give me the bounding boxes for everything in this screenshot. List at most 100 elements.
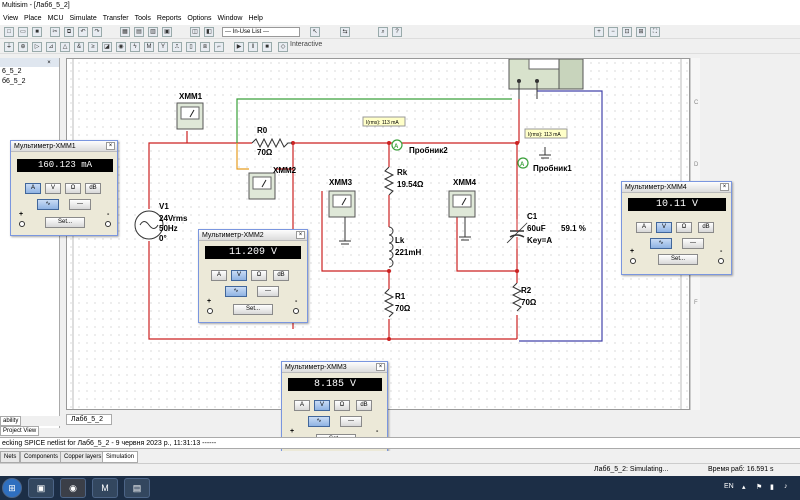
menu-tools[interactable]: Tools [134, 15, 151, 22]
xmm2-plus-terminal[interactable] [207, 308, 213, 314]
zoom-in-icon[interactable]: + [594, 27, 604, 37]
multimeter-xmm3-symbol[interactable]: XMM3 [328, 178, 356, 245]
menu-window[interactable]: Window [217, 15, 243, 22]
xmm3-ac-button[interactable]: ∿ [308, 416, 330, 427]
xmm1-plus-terminal[interactable] [19, 221, 25, 227]
xmm4-window-title[interactable]: Мультиметр-XMM4× [622, 182, 731, 193]
oscilloscope-symbol[interactable] [508, 59, 584, 99]
start-icon[interactable]: ⊞ [2, 478, 22, 498]
fullscreen-icon[interactable]: ⛶ [650, 27, 660, 37]
tab-copper-layers[interactable]: Copper layers [60, 451, 106, 463]
xmm4-plus-terminal[interactable] [630, 258, 636, 264]
multisim-icon[interactable]: M [92, 478, 118, 498]
power-icon[interactable]: ϟ [130, 42, 140, 52]
tab-components[interactable]: Components [20, 451, 63, 463]
component-icon[interactable]: ▣ [162, 27, 172, 37]
undo-icon[interactable]: ↶ [78, 27, 88, 37]
zoom-area-icon[interactable]: ⊡ [622, 27, 632, 37]
window-icon[interactable]: ▤ [124, 478, 150, 498]
xmm3-dc-button[interactable]: — [340, 416, 362, 427]
multimeter-xmm1-window[interactable]: Мультиметр-XMM1× 160.123 mA A V Ω dB ∿ —… [10, 140, 118, 236]
spreadsheet-icon[interactable]: ▤ [134, 27, 144, 37]
xmm2-set-button[interactable]: Set... [233, 304, 273, 315]
xmm3-ohm-button[interactable]: Ω [334, 400, 350, 411]
menu-place[interactable]: Place [24, 15, 42, 22]
multimeter-xmm1-symbol[interactable]: XMM1 [176, 92, 204, 130]
misc-icon[interactable]: M [144, 42, 154, 52]
help-icon[interactable]: ? [392, 27, 402, 37]
resistor-icon[interactable]: ⏚ [4, 42, 14, 52]
xmm2-db-button[interactable]: dB [273, 270, 289, 281]
diode-icon[interactable]: ▷ [32, 42, 42, 52]
ttl-icon[interactable]: & [74, 42, 84, 52]
xmm1-window-title[interactable]: Мультиметр-XMM1× [11, 141, 117, 152]
transistor-icon[interactable]: ⊿ [46, 42, 56, 52]
tab-nets[interactable]: Nets [0, 451, 21, 463]
close-icon[interactable]: × [720, 183, 729, 191]
indicator-icon[interactable]: ◉ [116, 42, 126, 52]
electromech-icon[interactable]: ⎍ [172, 42, 182, 52]
pause-icon[interactable]: ‖ [248, 42, 258, 52]
menu-simulate[interactable]: Simulate [69, 15, 97, 22]
in-use-list-select[interactable]: --- In-Use List --- [222, 27, 300, 37]
interactive-icon[interactable]: ◇ [278, 42, 288, 52]
volume-icon[interactable]: ♪ [784, 483, 788, 490]
menu-mcu[interactable]: MCU [47, 15, 64, 22]
xmm4-db-button[interactable]: dB [698, 222, 714, 233]
xmm4-dc-button[interactable]: — [682, 238, 704, 249]
open-icon[interactable]: ▭ [18, 27, 28, 37]
xmm2-ac-button[interactable]: ∿ [225, 286, 247, 297]
xmm1-volt-button[interactable]: V [45, 183, 61, 194]
probe-2[interactable]: I(rms): 113 mA A Пробник2 [362, 116, 448, 155]
hierarchy-icon[interactable]: ⧈ [200, 42, 210, 52]
tab-visibility[interactable]: ability [0, 416, 22, 426]
tree-item[interactable]: б6_5_2 [2, 78, 26, 85]
zoom-fit-icon[interactable]: ⊞ [636, 27, 646, 37]
inductor-lk[interactable]: Lk 221mH [388, 226, 421, 268]
run-icon[interactable]: ▶ [234, 42, 244, 52]
close-icon[interactable]: × [296, 231, 305, 239]
flag-icon[interactable]: ⚑ [756, 484, 763, 491]
resistor-r0[interactable]: R0 70Ω [251, 126, 292, 157]
xmm1-minus-terminal[interactable] [105, 221, 111, 227]
close-icon[interactable]: × [106, 142, 115, 150]
stop-icon[interactable]: ■ [262, 42, 272, 52]
resistor-r1[interactable]: R1 70Ω [383, 288, 411, 318]
xmm2-volt-button[interactable]: V [231, 270, 247, 281]
close-icon[interactable]: × [47, 60, 51, 66]
multimeter-xmm4-window[interactable]: Мультиметр-XMM4× 10.11 V A V Ω dB ∿ — Se… [621, 181, 732, 275]
multimeter-xmm2-window[interactable]: Мультиметр-XMM2× 11.209 V A V Ω dB ∿ — S… [198, 229, 308, 323]
rf-icon[interactable]: Y [158, 42, 168, 52]
new-icon[interactable]: □ [4, 27, 14, 37]
xmm1-amp-button[interactable]: A [25, 183, 41, 194]
menu-transfer[interactable]: Transfer [102, 15, 129, 22]
xmm1-ac-button[interactable]: ∿ [37, 199, 59, 210]
ac-source-v1[interactable]: V1 24Vrms 50Hz 0° [134, 202, 188, 243]
menu-reports[interactable]: Reports [156, 15, 182, 22]
graph-icon[interactable]: ▥ [148, 27, 158, 37]
mixed-icon[interactable]: ◪ [102, 42, 112, 52]
xmm3-amp-button[interactable]: A [294, 400, 310, 411]
mcu-icon[interactable]: ▯ [186, 42, 196, 52]
xmm2-amp-button[interactable]: A [211, 270, 227, 281]
bus-icon[interactable]: ⌐ [214, 42, 224, 52]
xmm3-db-button[interactable]: dB [356, 400, 372, 411]
database-icon[interactable]: ◫ [190, 27, 200, 37]
xmm1-ohm-button[interactable]: Ω [65, 183, 81, 194]
save-icon[interactable]: ■ [32, 27, 42, 37]
capacitor-c1[interactable]: C1 60uF Key=A 59.1 % [506, 212, 586, 249]
circuit-diagram[interactable]: V1 24Vrms 50Hz 0° R0 70Ω XMM1 XMM2 XMM3 … [67, 59, 690, 410]
resistor-rk[interactable]: Rk 19.54Ω [383, 166, 424, 196]
multimeter-xmm2-symbol[interactable]: XMM2 [248, 166, 297, 200]
close-icon[interactable]: × [376, 363, 385, 371]
xmm4-set-button[interactable]: Set... [658, 254, 698, 265]
xmm4-amp-button[interactable]: A [636, 222, 652, 233]
xmm4-ohm-button[interactable]: Ω [676, 222, 692, 233]
chrome-icon[interactable]: ◉ [60, 478, 86, 498]
xmm3-volt-button[interactable]: V [314, 400, 330, 411]
xmm1-dc-button[interactable]: — [69, 199, 91, 210]
xmm2-window-title[interactable]: Мультиметр-XMM2× [199, 230, 307, 241]
xmm1-db-button[interactable]: dB [85, 183, 101, 194]
zoom-out-icon[interactable]: − [608, 27, 618, 37]
analog-icon[interactable]: △ [60, 42, 70, 52]
